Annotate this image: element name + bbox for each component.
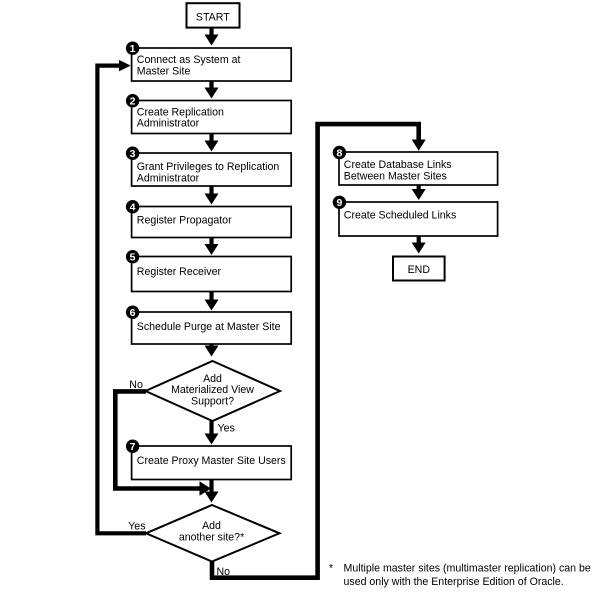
svg-text:7: 7 — [130, 441, 136, 453]
svg-text:6: 6 — [130, 307, 136, 319]
svg-text:Create Scheduled Links: Create Scheduled Links — [344, 210, 456, 222]
svg-text:*: * — [329, 563, 333, 575]
svg-text:2: 2 — [130, 96, 136, 108]
svg-text:Administrator: Administrator — [137, 172, 200, 184]
svg-text:used only with the Enterprise: used only with the Enterprise Edition of… — [344, 576, 564, 588]
svg-text:Grant Privileges to Replicatio: Grant Privileges to Replication — [137, 161, 280, 173]
svg-text:Register Propagator: Register Propagator — [137, 215, 232, 227]
svg-text:Master Site: Master Site — [137, 65, 191, 77]
svg-text:Create Replication: Create Replication — [137, 106, 224, 118]
svg-text:Add: Add — [202, 520, 221, 532]
svg-text:START: START — [196, 12, 230, 24]
svg-text:END: END — [408, 264, 431, 276]
svg-text:Between Master Sites: Between Master Sites — [344, 170, 447, 182]
svg-text:5: 5 — [130, 252, 136, 264]
svg-text:Register Receiver: Register Receiver — [137, 266, 222, 278]
svg-text:Administrator: Administrator — [137, 118, 200, 130]
svg-text:Yes: Yes — [128, 521, 145, 533]
svg-text:Multiple master sites (multima: Multiple master sites (multimaster repli… — [344, 563, 591, 575]
svg-text:Yes: Yes — [218, 422, 235, 434]
svg-text:No: No — [129, 379, 143, 391]
svg-text:another site?*: another site?* — [179, 531, 244, 543]
svg-text:No: No — [217, 566, 231, 578]
svg-text:9: 9 — [336, 197, 342, 209]
svg-text:Add: Add — [203, 373, 222, 385]
svg-text:Create Database Links: Create Database Links — [344, 159, 452, 171]
svg-text:1: 1 — [130, 43, 136, 55]
svg-text:Connect as System at: Connect as System at — [137, 54, 241, 66]
svg-text:Materialized View: Materialized View — [171, 384, 254, 396]
svg-text:3: 3 — [130, 148, 136, 160]
svg-text:Create Proxy Master Site Users: Create Proxy Master Site Users — [137, 455, 286, 467]
svg-text:Support?: Support? — [191, 395, 234, 407]
svg-text:Schedule Purge at Master Site: Schedule Purge at Master Site — [137, 321, 281, 333]
svg-text:8: 8 — [336, 147, 342, 159]
svg-text:4: 4 — [130, 202, 136, 214]
